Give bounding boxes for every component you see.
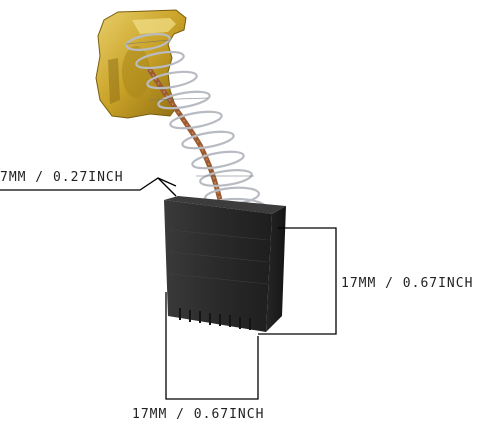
dimension-lines [0,177,337,400]
dimension-label-thickness: 7MM / 0.27INCH [0,170,124,185]
carbon-brush-block [164,196,286,332]
dimension-label-width: 17MM / 0.67INCH [132,407,265,422]
dimension-label-height: 17MM / 0.67INCH [341,276,474,291]
